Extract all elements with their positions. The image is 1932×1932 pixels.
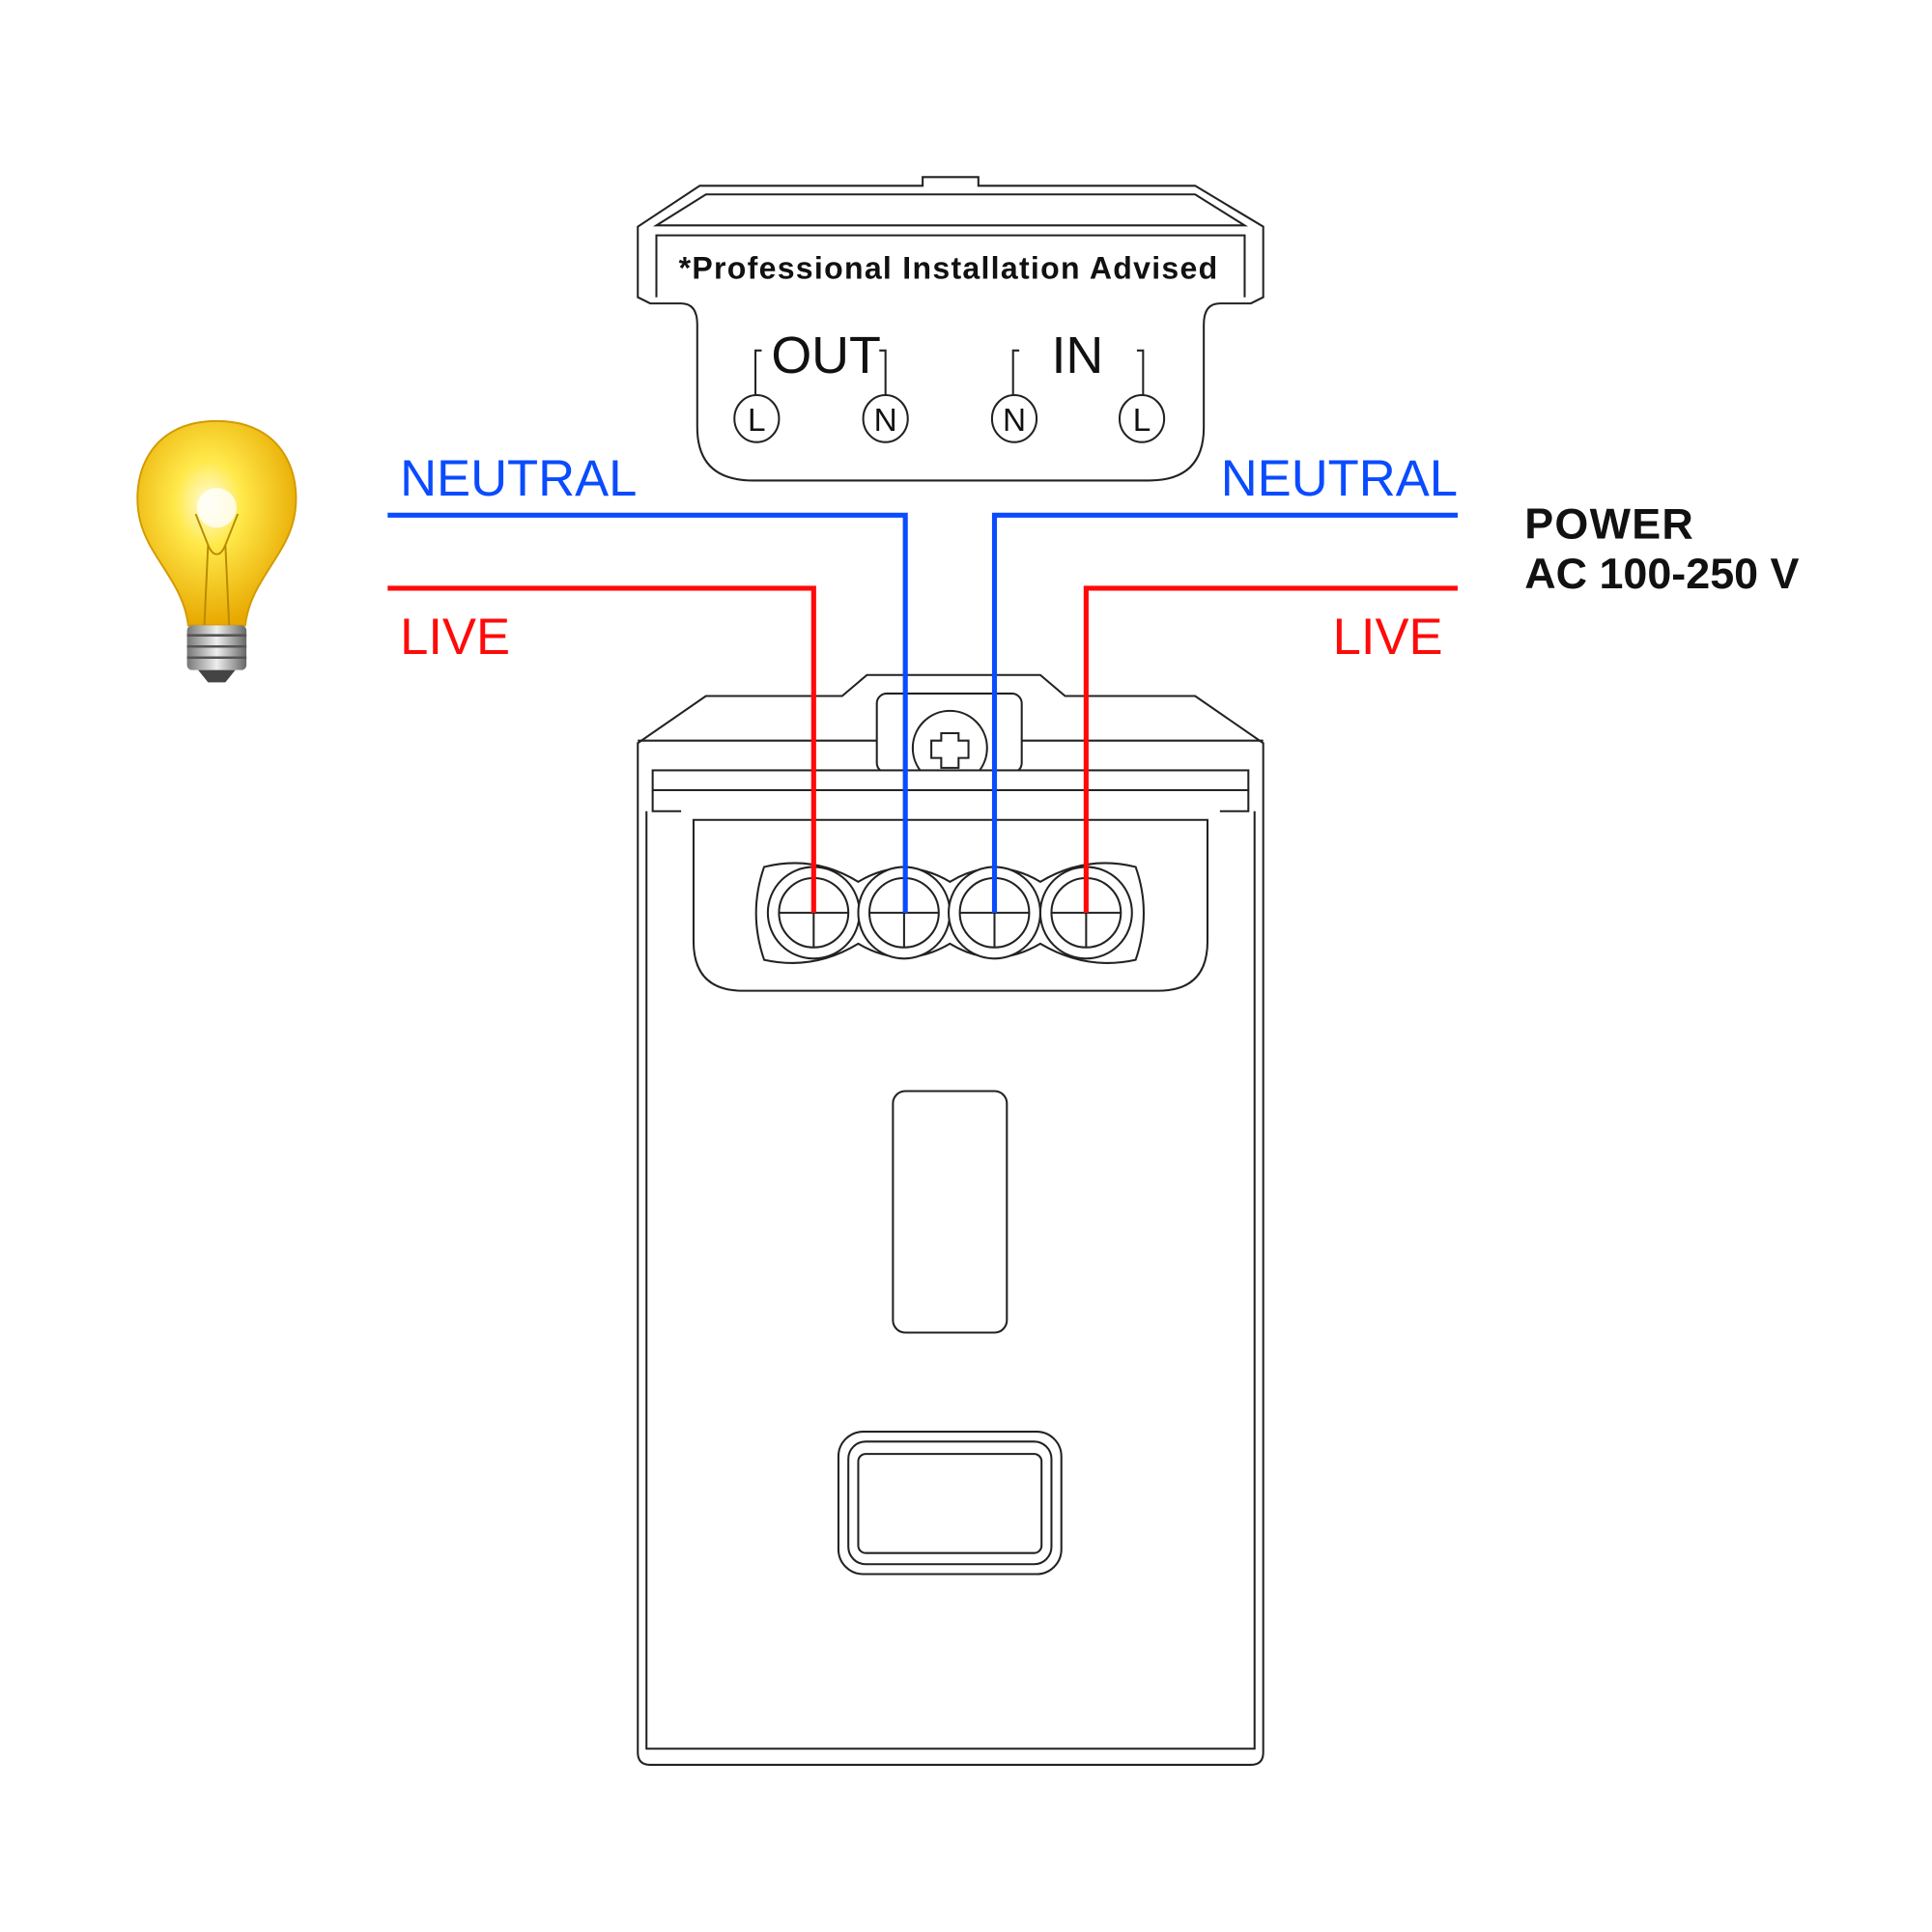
in-label: IN <box>1051 327 1103 384</box>
indicator-window <box>892 1090 1009 1334</box>
reset-button[interactable] <box>837 1431 1063 1576</box>
left-live-label: LIVE <box>400 609 510 666</box>
left-neutral-label: NEUTRAL <box>400 450 637 507</box>
terminal-label-in-n: N <box>990 393 1038 443</box>
svg-text:N: N <box>874 403 897 439</box>
svg-text:L: L <box>1133 403 1151 439</box>
terminal-label-in-l: L <box>1118 393 1166 443</box>
wires <box>387 512 1458 913</box>
terminal-label-out-l: L <box>733 393 781 443</box>
svg-text:L: L <box>748 403 766 439</box>
right-live-label: LIVE <box>1333 609 1443 666</box>
connector-cap: *Professional Installation Advised OUT I… <box>637 176 1264 482</box>
right-neutral-wire <box>991 512 1458 913</box>
installation-notice: *Professional Installation Advised <box>679 250 1219 285</box>
left-neutral-wire <box>387 512 908 913</box>
terminal-label-out-n: N <box>862 393 909 443</box>
out-label: OUT <box>771 327 881 384</box>
right-neutral-label: NEUTRAL <box>1221 450 1458 507</box>
left-live-wire <box>387 585 816 913</box>
right-live-wire <box>1083 585 1458 913</box>
svg-text:N: N <box>1003 403 1026 439</box>
switch-module-body <box>637 673 1264 1766</box>
power-label: POWER <box>1524 499 1694 549</box>
light-bulb-icon <box>136 419 298 683</box>
voltage-label: AC 100-250 V <box>1524 549 1799 598</box>
